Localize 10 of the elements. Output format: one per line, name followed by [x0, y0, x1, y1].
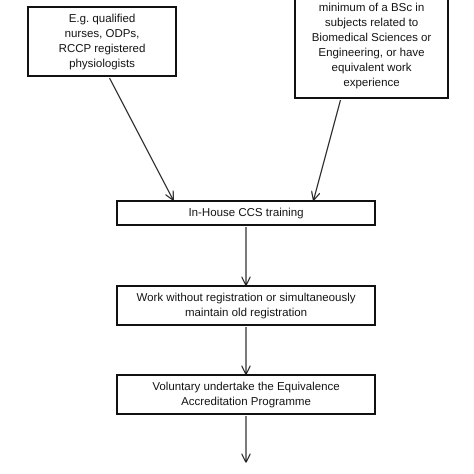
arrow: [240, 327, 252, 376]
process-box: Voluntary undertake the Equivalence Accreditation Programme: [116, 374, 376, 415]
process-box: Work without registration or simultaneously maintain old registration: [116, 285, 376, 326]
arrow: [310, 100, 342, 202]
arrow: [240, 416, 252, 464]
process-box: minimum of a BSc in subjects related to Biomedical Sciences or Engineering, or have equivalent work experience: [294, 0, 449, 99]
arrow: [240, 227, 252, 286]
process-box: E.g. qualified nurses, ODPs, RCCP registered physiologists: [27, 6, 177, 77]
arrow: [108, 78, 174, 201]
process-box: In-House CCS training: [116, 200, 376, 226]
